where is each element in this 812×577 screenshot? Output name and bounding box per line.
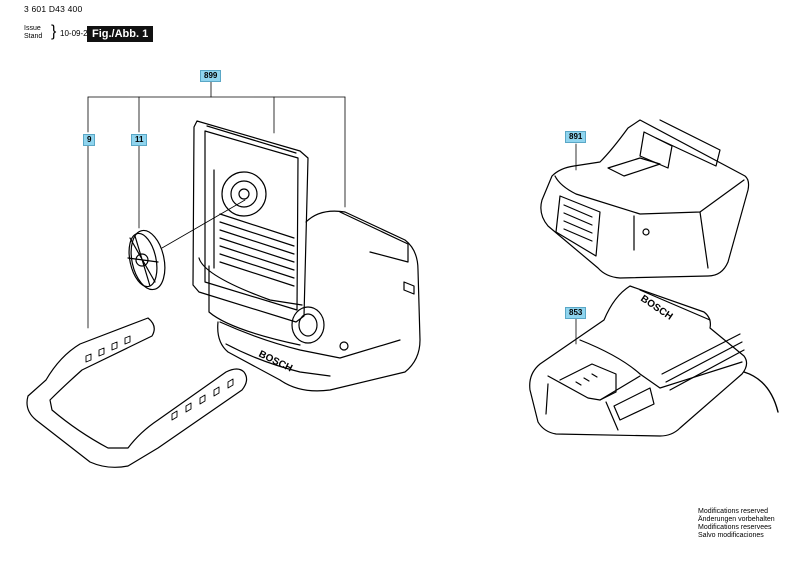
- handle-stand: [26, 317, 248, 468]
- battery-pack: [540, 119, 750, 279]
- knob: [127, 229, 166, 291]
- footer-notes: Modifications reserved Änderungen vorbeh…: [698, 508, 775, 540]
- part-number: 3 601 D43 400: [24, 4, 83, 14]
- base-housing: BOSCH: [217, 210, 421, 392]
- leader-lines-899: [87, 81, 346, 329]
- stand-label: Stand: [24, 33, 43, 40]
- footer-line-1: Modifications reserved: [698, 508, 769, 515]
- footer-line-3: Modifications reservees: [698, 524, 772, 531]
- figure-label: Fig./Abb. 1: [87, 26, 154, 42]
- brace-glyph: }: [51, 23, 57, 40]
- brand-text-charger: BOSCH: [638, 293, 674, 322]
- callout-11: 11: [131, 134, 148, 146]
- issue-label: Issue: [24, 25, 41, 32]
- callout-891: 891: [565, 131, 587, 143]
- issue-date: 10-09-23: [60, 29, 93, 38]
- callout-899: 899: [200, 70, 222, 82]
- light-head: [192, 120, 309, 346]
- callout-9: 9: [83, 134, 96, 146]
- footer-line-4: Salvo modificaciones: [698, 532, 764, 539]
- footer-line-2: Änderungen vorbehalten: [698, 516, 775, 523]
- callout-853: 853: [565, 307, 587, 319]
